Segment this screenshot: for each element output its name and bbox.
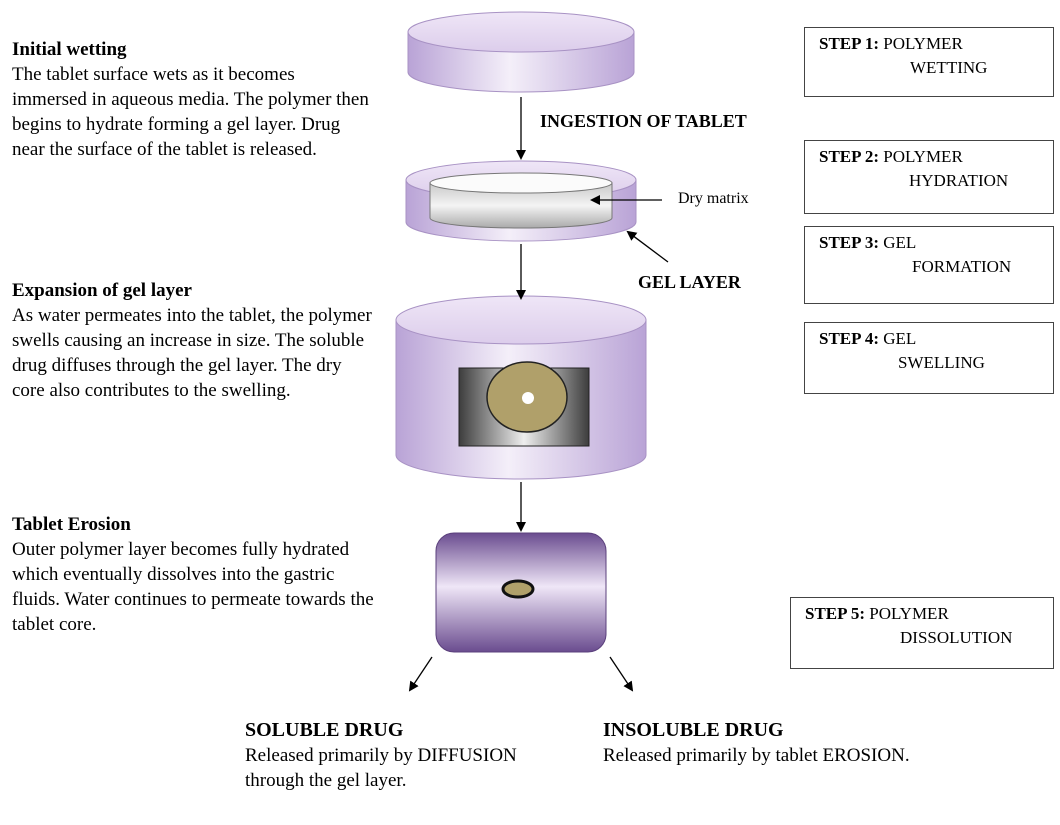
process-arrows <box>408 97 669 692</box>
step-box-3: STEP 3: GEL FORMATION <box>804 226 1054 304</box>
step-number: STEP 3: <box>819 233 879 252</box>
insoluble-drug-outcome: INSOLUBLE DRUG Released primarily by tab… <box>603 718 923 768</box>
ingestion-label: INGESTION OF TABLET <box>540 111 747 131</box>
step-number: STEP 5: <box>805 604 865 623</box>
stage-heading: Tablet Erosion <box>12 514 131 535</box>
step-line-1: POLYMER <box>869 604 949 623</box>
drug-center-dot <box>522 392 534 404</box>
stage-description-erosion: Tablet Erosion Outer polymer layer becom… <box>12 512 382 637</box>
step-number: STEP 1: <box>819 34 879 53</box>
intact-tablet <box>407 11 635 93</box>
stage-description-wetting: Initial wetting The tablet surface wets … <box>12 37 372 162</box>
stage-text: As water permeates into the tablet, the … <box>12 305 372 401</box>
step-line-2: DISSOLUTION <box>900 628 1013 647</box>
arrow-soluble-drug <box>408 656 433 692</box>
soluble-drug-outcome: SOLUBLE DRUG Released primarily by DIFFU… <box>245 718 535 793</box>
outcome-text: Released primarily by tablet EROSION. <box>603 745 910 766</box>
arrow-insoluble-drug <box>609 656 634 692</box>
step-line-1: GEL <box>883 329 917 348</box>
dry-matrix-label: Dry matrix <box>678 190 749 207</box>
stage-heading: Expansion of gel layer <box>12 280 192 301</box>
outcome-heading: SOLUBLE DRUG <box>245 719 404 741</box>
eroded-tablet <box>435 532 607 653</box>
step-line-2: WETTING <box>910 58 988 77</box>
step-line-1: GEL <box>883 233 917 252</box>
step-line-1: POLYMER <box>883 147 963 166</box>
step-box-5: STEP 5: POLYMER DISSOLUTION <box>790 597 1054 669</box>
step-line-2: SWELLING <box>898 353 985 372</box>
arrow-gel-layer <box>626 230 669 263</box>
drug-particle-small <box>501 579 535 599</box>
swollen-tablet <box>395 295 647 480</box>
dry-matrix-core <box>429 172 613 229</box>
stage-text: Outer polymer layer becomes fully hydrat… <box>12 539 374 635</box>
step-line-1: POLYMER <box>883 34 963 53</box>
hydrated-tablet <box>405 160 637 242</box>
outcome-heading: INSOLUBLE DRUG <box>603 719 784 741</box>
outcome-text: Released primarily by DIFFUSION through … <box>245 745 517 791</box>
step-line-2: FORMATION <box>912 257 1012 276</box>
step-number: STEP 2: <box>819 147 879 166</box>
stage-heading: Initial wetting <box>12 39 127 60</box>
step-number: STEP 4: <box>819 329 879 348</box>
step-line-2: HYDRATION <box>909 171 1009 190</box>
stage-description-expansion: Expansion of gel layer As water permeate… <box>12 278 377 403</box>
step-box-1: STEP 1: POLYMER WETTING <box>804 27 1054 97</box>
step-box-4: STEP 4: GEL SWELLING <box>804 322 1054 394</box>
gel-layer-label: GEL LAYER <box>638 272 741 292</box>
step-box-2: STEP 2: POLYMER HYDRATION <box>804 140 1054 214</box>
stage-text: The tablet surface wets as it becomes im… <box>12 64 369 160</box>
